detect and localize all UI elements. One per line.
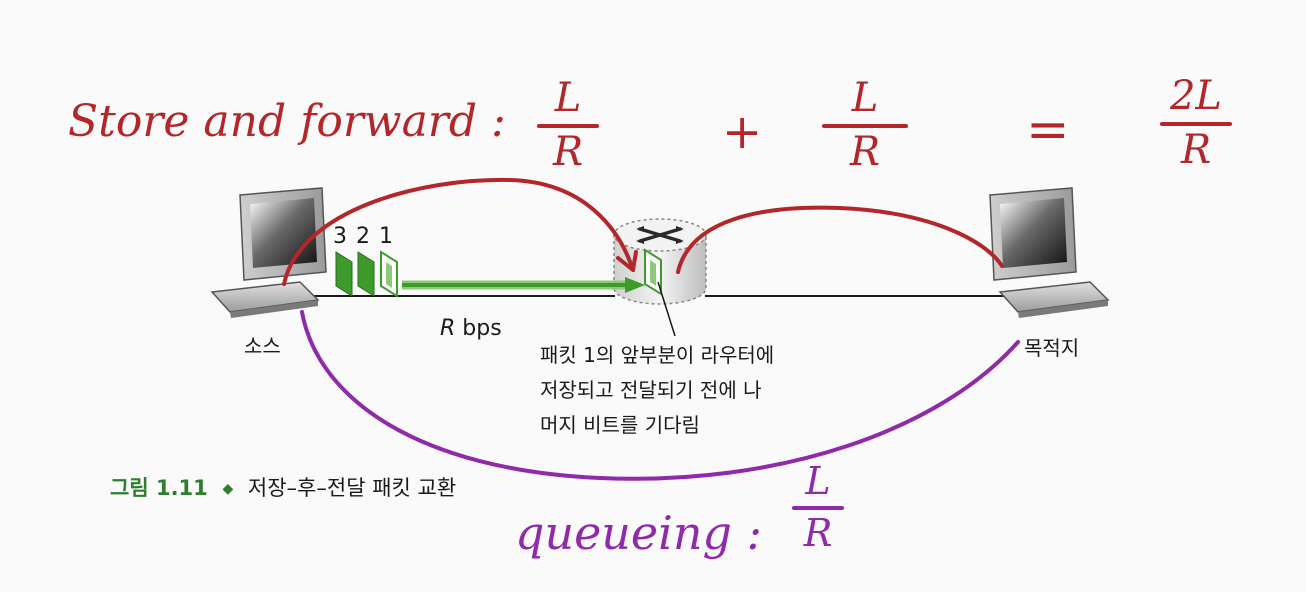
note-leader-line bbox=[657, 281, 676, 337]
red-arc-source-router bbox=[282, 177, 635, 286]
purple-queueing-arc bbox=[300, 310, 1020, 481]
packet-1-front bbox=[644, 248, 662, 296]
result-numerator: 2L bbox=[1169, 73, 1222, 119]
packet-2 bbox=[357, 251, 375, 297]
fraction-term-2: L R bbox=[822, 78, 908, 172]
link-rate-symbol: R bbox=[440, 316, 456, 341]
term-1-numerator: L bbox=[554, 75, 582, 121]
queueing-denominator: R bbox=[803, 511, 833, 555]
packet-1-trailing bbox=[380, 250, 398, 298]
link-rate-label: R bps bbox=[440, 318, 502, 340]
store-and-forward-label: Store and forward : bbox=[68, 96, 506, 147]
source-label: 소스 bbox=[244, 334, 281, 358]
term-2-numerator: L bbox=[851, 75, 879, 121]
term-2-denominator: R bbox=[849, 129, 881, 175]
term-1-bar bbox=[537, 124, 599, 128]
source-computer-icon bbox=[210, 187, 327, 318]
fraction-result: 2L R bbox=[1160, 76, 1232, 170]
result-denominator: R bbox=[1180, 127, 1212, 173]
plus-sign: + bbox=[722, 104, 763, 160]
router-note-line-2: 저장되고 전달되기 전에 나 bbox=[540, 378, 762, 402]
caption-number: 그림 1.11 bbox=[110, 476, 208, 500]
destination-computer-icon bbox=[989, 187, 1110, 318]
caption-bullet-icon: ◆ bbox=[222, 481, 234, 497]
term-1-denominator: R bbox=[552, 129, 584, 175]
fraction-queueing: L R bbox=[792, 462, 844, 552]
equals-sign: = bbox=[1026, 100, 1070, 160]
red-arc-router-destination bbox=[676, 205, 1004, 274]
packet-flow-arrow bbox=[402, 277, 645, 293]
packet-numbers-label: 3 2 1 bbox=[333, 224, 394, 249]
queueing-numerator: L bbox=[805, 459, 831, 503]
router-note-line-3: 머지 비트를 기다림 bbox=[540, 413, 700, 437]
queueing-bar bbox=[792, 506, 844, 510]
link-rate-unit: bps bbox=[455, 316, 502, 341]
queueing-label: queueing : bbox=[515, 506, 763, 560]
figure-caption: 그림 1.11 ◆ 저장–후–전달 패킷 교환 bbox=[110, 478, 456, 499]
packet-3 bbox=[335, 251, 353, 297]
result-bar bbox=[1160, 122, 1232, 126]
fraction-term-1: L R bbox=[537, 78, 599, 172]
destination-label: 목적지 bbox=[1024, 336, 1080, 360]
router-note-line-1: 패킷 1의 앞부분이 라우터에 bbox=[540, 343, 775, 367]
term-2-bar bbox=[822, 124, 908, 128]
caption-text: 저장–후–전달 패킷 교환 bbox=[247, 476, 457, 500]
